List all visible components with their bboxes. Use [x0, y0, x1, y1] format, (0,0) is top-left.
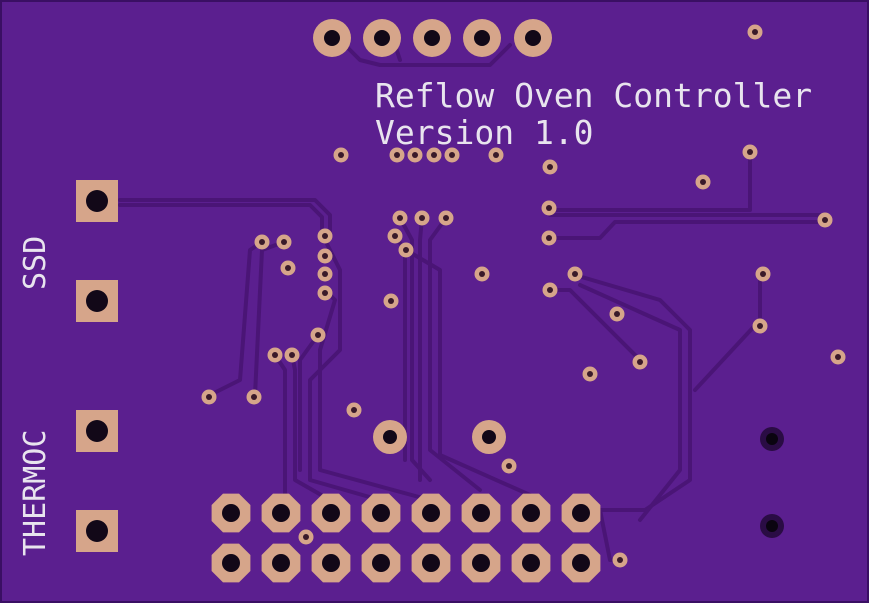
via-hole [637, 359, 643, 365]
thermoc-label: THERMOC [18, 430, 53, 556]
pin-hole [374, 30, 390, 46]
via-hole [747, 149, 753, 155]
pad-hole [322, 504, 340, 522]
via-hole [251, 394, 257, 400]
via-hole [303, 534, 309, 540]
via-hole [506, 463, 512, 469]
pad-hole [86, 420, 108, 442]
pin-hole [525, 30, 541, 46]
via-hole [322, 271, 328, 277]
pad-hole [222, 504, 240, 522]
via-hole [479, 271, 485, 277]
pad-hole [472, 504, 490, 522]
via-hole [431, 152, 437, 158]
via-hole [412, 152, 418, 158]
via-hole [546, 235, 552, 241]
bottom-header [211, 493, 601, 583]
through-holes [373, 420, 784, 538]
via-hole [272, 352, 278, 358]
hole [383, 430, 397, 444]
via-hole [322, 233, 328, 239]
pad-hole [472, 554, 490, 572]
terminal-pads [76, 180, 118, 552]
via-hole [285, 265, 291, 271]
via-hole [403, 247, 409, 253]
via-hole [322, 253, 328, 259]
pin-hole [424, 30, 440, 46]
via-hole [546, 205, 552, 211]
top-header [313, 19, 552, 57]
via-hole [822, 217, 828, 223]
pad-hole [572, 554, 590, 572]
pad-hole [422, 504, 440, 522]
pad-hole [522, 554, 540, 572]
via-hole [394, 152, 400, 158]
hole [766, 433, 778, 445]
pin-hole [474, 30, 490, 46]
hole [766, 520, 778, 532]
via-hole [443, 215, 449, 221]
hole [482, 430, 496, 444]
via-hole [289, 352, 295, 358]
via-hole [757, 323, 763, 329]
pad-hole [272, 504, 290, 522]
ssd-label: SSD [18, 236, 53, 290]
pad-hole [322, 554, 340, 572]
via-hole [388, 298, 394, 304]
via-hole [617, 557, 623, 563]
pin-hole [324, 30, 340, 46]
via-hole [700, 179, 706, 185]
pad-hole [572, 504, 590, 522]
via-hole [206, 394, 212, 400]
via-hole [419, 215, 425, 221]
silkscreen: Reflow Oven Controller Version 1.0 SSD T… [18, 76, 812, 556]
via-hole [338, 152, 344, 158]
via-hole [397, 215, 403, 221]
vias [201, 24, 846, 568]
pad-hole [522, 504, 540, 522]
via-hole [547, 287, 553, 293]
via-hole [315, 332, 321, 338]
via-hole [351, 407, 357, 413]
pad-hole [86, 190, 108, 212]
via-hole [449, 152, 455, 158]
via-hole [752, 29, 758, 35]
via-hole [281, 239, 287, 245]
via-hole [392, 233, 398, 239]
pad-hole [86, 290, 108, 312]
via-hole [547, 164, 553, 170]
pad-hole [372, 554, 390, 572]
via-hole [587, 371, 593, 377]
via-hole [493, 152, 499, 158]
copper-traces [118, 43, 827, 562]
via-hole [760, 271, 766, 277]
board-title-line1: Reflow Oven Controller [375, 76, 812, 115]
pad-hole [372, 504, 390, 522]
via-hole [614, 311, 620, 317]
board-title-line2: Version 1.0 [375, 113, 594, 152]
via-hole [835, 354, 841, 360]
via-hole [572, 271, 578, 277]
pad-hole [422, 554, 440, 572]
via-hole [259, 239, 265, 245]
pad-hole [222, 554, 240, 572]
via-hole [322, 290, 328, 296]
pad-hole [86, 520, 108, 542]
pad-hole [272, 554, 290, 572]
